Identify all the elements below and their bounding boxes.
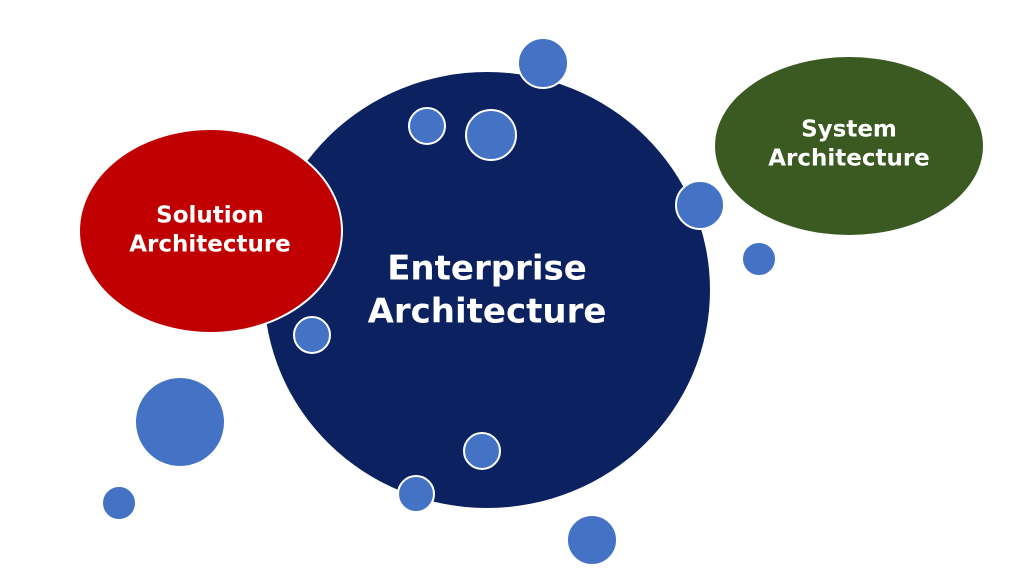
solution-architecture-label: Solution Architecture: [129, 201, 291, 259]
bubble: [566, 514, 618, 566]
bubble: [293, 316, 331, 354]
bubble: [675, 180, 725, 230]
enterprise-architecture-label: Enterprise Architecture: [368, 248, 607, 333]
bubble: [408, 107, 446, 145]
system-label-line2: Architecture: [768, 145, 930, 171]
bubble: [463, 432, 501, 470]
enterprise-label-line1: Enterprise: [387, 248, 587, 289]
system-architecture-ellipse: [713, 55, 985, 237]
solution-label-line1: Solution: [156, 202, 264, 229]
bubble: [741, 241, 777, 277]
bubble: [465, 109, 517, 161]
bubble: [101, 485, 137, 521]
bubble: [517, 37, 569, 89]
solution-label-line2: Architecture: [129, 231, 291, 257]
system-architecture-label: System Architecture: [768, 115, 930, 173]
enterprise-label-line2: Architecture: [367, 291, 607, 331]
bubble: [397, 475, 435, 513]
system-label-line1: System: [801, 116, 897, 143]
solution-architecture-ellipse: [78, 128, 343, 334]
bubble: [134, 376, 226, 468]
